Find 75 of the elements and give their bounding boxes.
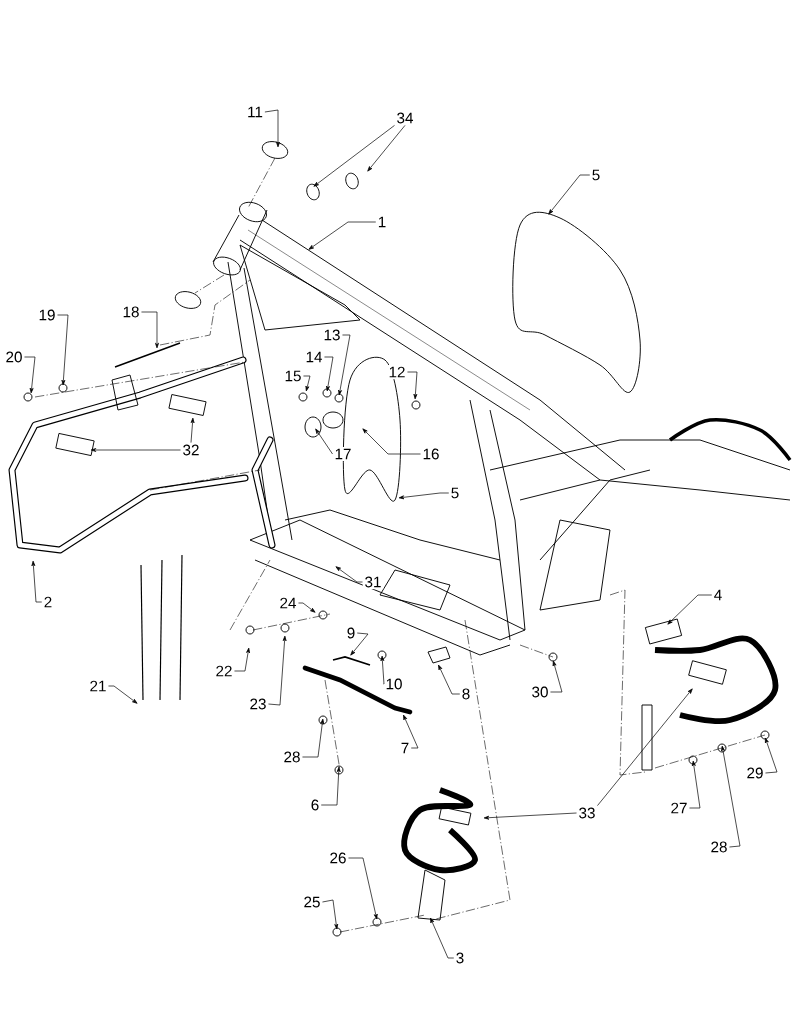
leader-line xyxy=(380,655,385,685)
callout-number: 16 xyxy=(420,446,442,462)
callout-number: 5 xyxy=(590,167,602,183)
leader-line xyxy=(108,685,138,704)
leader-line xyxy=(689,760,701,809)
leader-line xyxy=(548,174,591,215)
leader-line xyxy=(765,737,778,774)
callout-number: 13 xyxy=(321,327,343,343)
callout-number: 6 xyxy=(309,797,321,813)
leader-line xyxy=(398,492,450,500)
leader-line xyxy=(313,125,395,187)
callout-number: 14 xyxy=(303,350,325,364)
leader-line xyxy=(322,899,339,930)
callout-number: 31 xyxy=(362,574,384,590)
leader-line xyxy=(308,221,377,250)
callout-number: 17 xyxy=(332,447,354,461)
callout-number: 26 xyxy=(327,850,349,866)
leader-line xyxy=(407,371,418,400)
leader-line xyxy=(430,917,455,959)
callout-number: 2 xyxy=(42,594,54,610)
leader-line xyxy=(550,660,563,693)
leader-line xyxy=(438,664,461,695)
callout-number: 10 xyxy=(383,676,405,692)
leader-line xyxy=(57,314,69,386)
callout-number: 24 xyxy=(277,595,299,611)
leader-line xyxy=(24,356,36,394)
callout-number: 28 xyxy=(281,749,303,765)
leader-line xyxy=(141,311,159,349)
leader-line xyxy=(315,428,333,455)
callout-number: 3 xyxy=(454,950,466,966)
leader-line xyxy=(367,125,406,172)
leader-line xyxy=(298,602,316,613)
callout-number: 21 xyxy=(87,678,109,694)
callout-number: 4 xyxy=(712,588,724,602)
callout-number: 20 xyxy=(3,349,25,365)
callout-number: 18 xyxy=(120,304,142,320)
leader-line xyxy=(320,766,341,806)
leader-line xyxy=(190,417,195,443)
callout-number: 19 xyxy=(36,307,58,323)
callout-number: 28 xyxy=(708,839,730,855)
callout-number: 25 xyxy=(301,894,323,910)
callout-number: 34 xyxy=(394,110,416,126)
leader-line xyxy=(324,356,334,392)
leader-line xyxy=(302,718,325,758)
leader-line xyxy=(264,109,280,148)
callout-number: 7 xyxy=(399,741,411,755)
leader-line xyxy=(268,635,287,706)
leader-line xyxy=(721,745,741,848)
leader-line xyxy=(362,428,421,455)
callout-number: 32 xyxy=(180,442,202,458)
callout-number: 5 xyxy=(449,485,461,501)
leader-line xyxy=(348,857,378,920)
callout-number: 22 xyxy=(213,663,235,679)
leader-line xyxy=(234,647,250,672)
callout-number: 8 xyxy=(460,686,472,702)
callout-number: 29 xyxy=(744,765,766,781)
leader-line xyxy=(597,688,693,806)
callout-number: 11 xyxy=(245,105,265,119)
callout-number: 1 xyxy=(376,215,388,229)
leader-line xyxy=(350,632,369,656)
callout-number: 15 xyxy=(282,368,304,384)
leader-line xyxy=(338,334,351,396)
callout-number: 30 xyxy=(529,684,551,700)
callout-number: 27 xyxy=(668,800,690,816)
leader-line xyxy=(667,594,713,625)
callout-number: 33 xyxy=(576,805,598,821)
leader-line xyxy=(483,812,577,820)
leader-line xyxy=(90,448,181,452)
leader-line xyxy=(31,560,43,603)
leader-line xyxy=(335,566,363,583)
callout-number: 9 xyxy=(345,625,357,641)
callout-number: 23 xyxy=(247,696,269,712)
callout-number: 12 xyxy=(386,364,408,380)
leader-line xyxy=(303,375,311,392)
leader-line xyxy=(403,714,419,749)
